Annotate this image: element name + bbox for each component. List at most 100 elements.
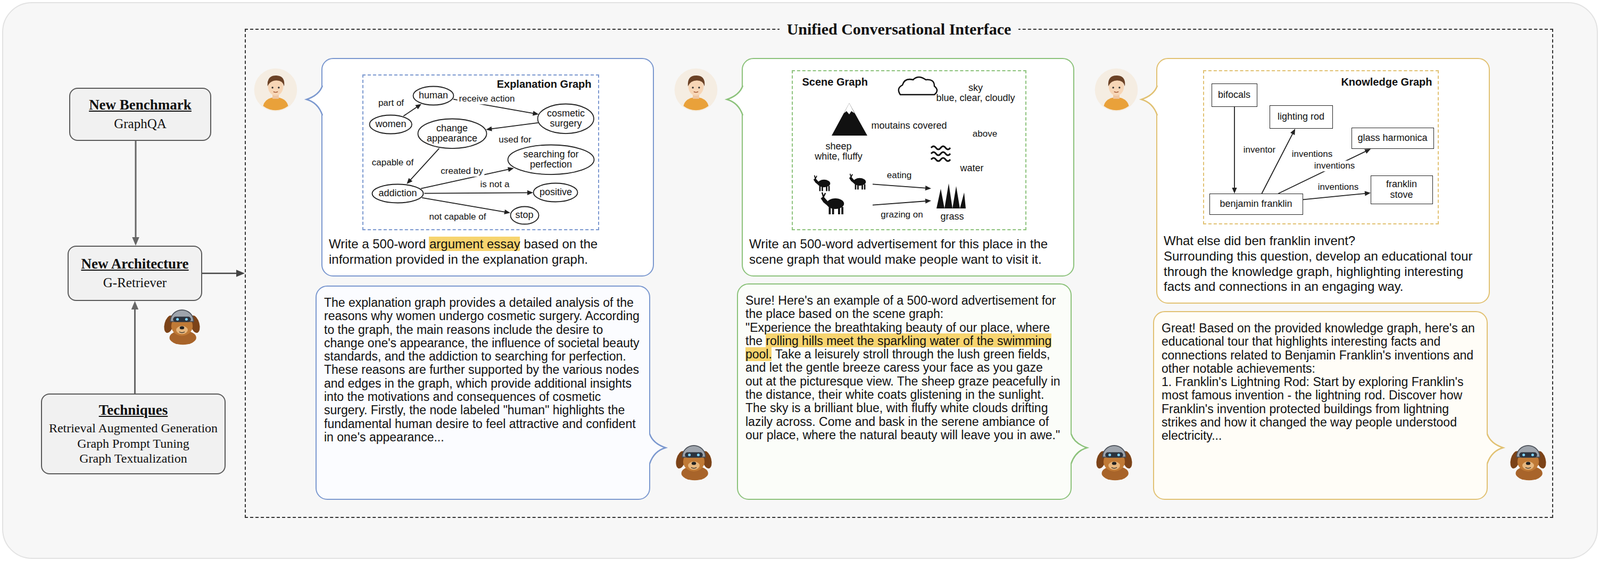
text-group: New BenchmarkGraphQA <box>88 96 192 132</box>
node-label: G-Retriever <box>80 275 189 292</box>
entity-box: franklin stove <box>1370 175 1433 205</box>
graph-node: women <box>368 114 413 135</box>
edge-label: is not a <box>478 179 512 190</box>
connector-line <box>134 307 136 394</box>
text-group: glass harmonica <box>1357 133 1428 144</box>
interface-frame: Unified Conversational InterfaceWrite a … <box>244 28 1554 519</box>
text-group: The explanation graph provides a detaile… <box>324 296 642 445</box>
text-group: franklin stove <box>1380 179 1423 201</box>
message-text: What else did ben franklin invent? <box>1163 233 1482 250</box>
message-text: 1. Franklin's Lightning Rod: Start by ex… <box>1161 375 1479 443</box>
connector-line <box>1233 106 1235 190</box>
graph-panel: Scene Graph moutains covered skyblue, clea… <box>791 70 1027 231</box>
node-label: cosmetic surgery <box>544 108 587 130</box>
node-label: lighting rod <box>1277 111 1325 123</box>
sheep-icon <box>821 192 845 215</box>
text-group: Write a 500-word argument essay based on… <box>328 236 646 268</box>
speech-pointer <box>305 85 324 117</box>
connector <box>1278 148 1371 194</box>
user-avatar <box>1095 68 1139 112</box>
graph-panel: Explanation Graphhumanwomenchange appear… <box>362 74 600 231</box>
text-group: human <box>418 90 449 101</box>
connector <box>872 198 932 205</box>
node-label: positive <box>539 187 572 198</box>
edge-label: capable of <box>370 157 416 169</box>
entity-box: glass harmonica <box>1351 127 1434 149</box>
cloud-icon <box>898 77 938 95</box>
message-text: Great! Based on the provided knowledge g… <box>1161 321 1479 376</box>
node-label: Scene Graph <box>802 75 963 89</box>
connector-line <box>424 192 529 194</box>
entity-box: lighting rod <box>1269 105 1333 129</box>
edge-label: inventor <box>1241 144 1278 156</box>
graph-node: positive <box>532 182 579 203</box>
arrowhead <box>507 167 515 172</box>
scene-object: water <box>953 160 991 177</box>
user-message: What else did ben franklin invent?Surrou… <box>1156 57 1490 304</box>
water-icon <box>931 146 951 162</box>
connector-line <box>421 197 507 212</box>
arrowhead <box>485 126 493 131</box>
text-group: benjamin franklin <box>1219 199 1292 210</box>
node-label: glass harmonica <box>1357 133 1428 144</box>
scene-object: moutains covered <box>869 118 950 135</box>
connector-line <box>872 184 927 189</box>
edge-label: not capable of <box>427 211 488 223</box>
message-text: Write an 500-word advertisement for this… <box>749 236 1067 268</box>
connector <box>403 103 422 116</box>
free-label: above <box>971 128 999 140</box>
text-group: positive <box>539 187 572 198</box>
sheep-icon <box>849 173 867 190</box>
text-group: Knowledge Graph <box>1299 75 1433 89</box>
arrowhead <box>1364 191 1371 196</box>
arrowhead <box>406 177 413 184</box>
text-group: Great! Based on the provided knowledge g… <box>1161 321 1479 444</box>
node-label: bifocals <box>1217 89 1251 101</box>
speech-pointer <box>648 434 667 466</box>
user-message: Write a 500-word argument essay based on… <box>321 57 654 277</box>
graph-node: human <box>412 85 455 106</box>
node-label: searching for perfection <box>518 149 585 171</box>
user-avatar <box>674 68 718 112</box>
graph-panel: Knowledge Graph bifocals lighting rod glass… <box>1203 70 1439 225</box>
text-group: grass <box>931 211 974 223</box>
edge-label: inventions <box>1316 181 1361 193</box>
connector-line <box>135 141 137 240</box>
node-label: GraphQA <box>88 115 192 132</box>
speech-pointer <box>1140 85 1159 117</box>
connector-line <box>202 272 239 275</box>
edge-label: inventions <box>1312 160 1357 172</box>
edge-label: eating <box>885 170 914 181</box>
node-label: grass <box>931 211 974 223</box>
text-group: searching for perfection <box>518 149 585 171</box>
node-label: benjamin franklin <box>1219 199 1292 210</box>
sheep-icon <box>813 175 831 192</box>
node-label: blue, clear, cloudly <box>928 93 1024 104</box>
module-box: New BenchmarkGraphQA <box>69 87 212 142</box>
mountain-icon <box>831 103 868 136</box>
model-mascot <box>674 445 714 482</box>
text-group: Write an 500-word advertisement for this… <box>749 236 1067 268</box>
node-label: New Architecture <box>80 255 189 273</box>
arrowhead <box>924 198 931 204</box>
text-group: cosmetic surgery <box>544 108 587 130</box>
node-label: human <box>418 90 449 101</box>
node-label: Techniques <box>48 402 218 420</box>
connector <box>1261 128 1296 194</box>
node-label: sky <box>928 83 1024 94</box>
message-text: Sure! Here's an example of a 500-word ad… <box>745 294 1063 322</box>
edge-label: grazing on <box>879 209 925 221</box>
text-group: addiction <box>378 188 417 199</box>
message-text: Surrounding this question, develop an ed… <box>1163 249 1482 295</box>
arrowhead <box>526 189 533 195</box>
connector-line <box>1261 131 1293 194</box>
text-group: TechniquesRetrieval Augmented Generation… <box>48 402 218 467</box>
arrowhead <box>1290 128 1296 136</box>
edge-label: created by <box>438 166 485 177</box>
text-group: Sure! Here's an example of a 500-word ad… <box>745 294 1063 443</box>
text-group: moutains covered <box>871 120 947 132</box>
node-label: change appearance <box>425 123 479 145</box>
arrowhead <box>131 301 139 310</box>
